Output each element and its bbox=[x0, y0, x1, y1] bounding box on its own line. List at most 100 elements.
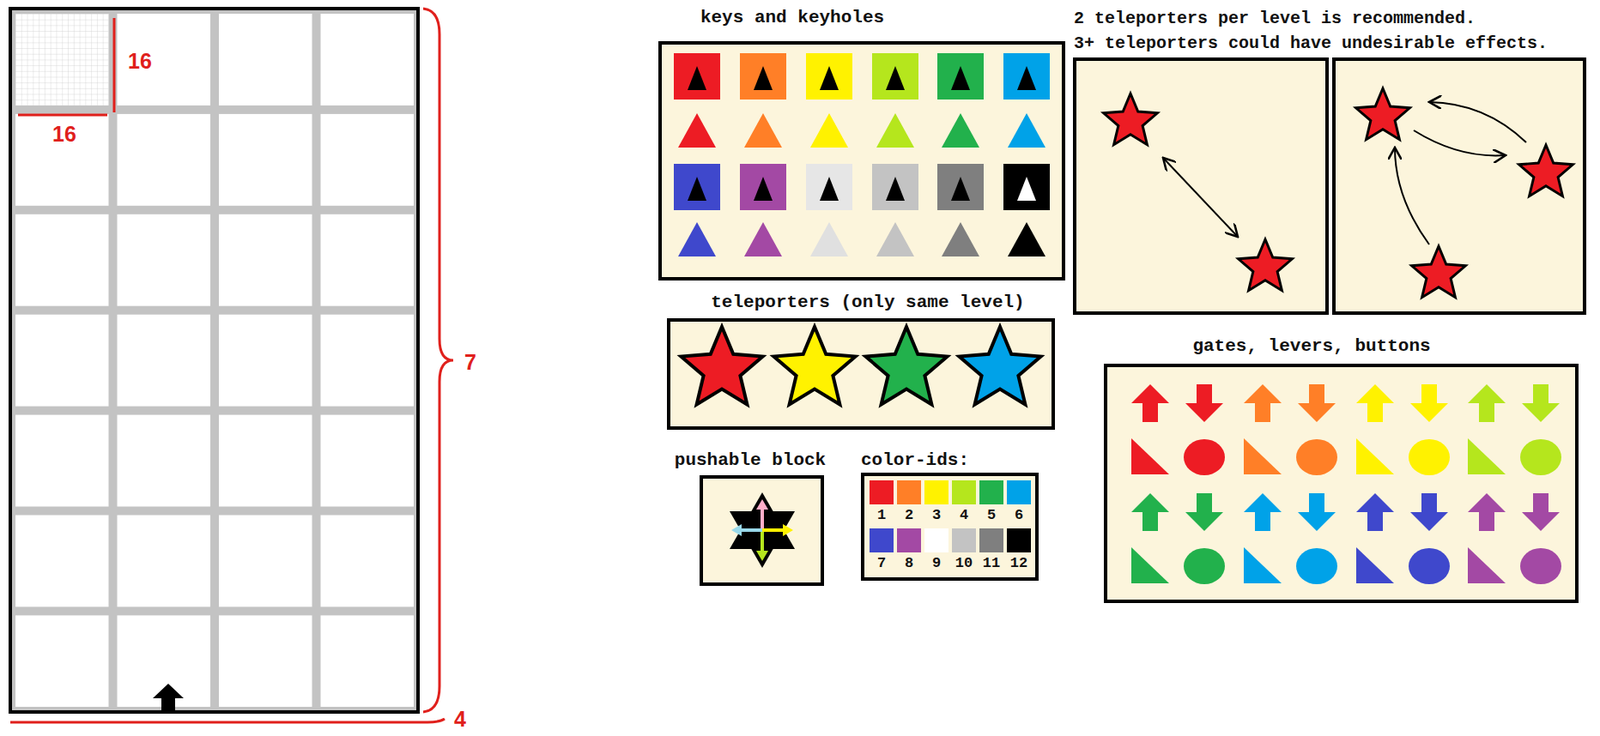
lever bbox=[1131, 438, 1170, 475]
push-arrow-head bbox=[756, 551, 769, 562]
keyhole bbox=[937, 53, 984, 100]
color-swatch bbox=[869, 528, 894, 553]
keyhole bbox=[937, 163, 984, 211]
keyhole bbox=[872, 53, 919, 100]
panel bbox=[668, 320, 1054, 429]
color-swatch bbox=[924, 480, 949, 505]
push-arrow-head bbox=[756, 499, 769, 510]
button bbox=[1183, 439, 1225, 476]
keyhole bbox=[1003, 53, 1050, 100]
link-arrow bbox=[1413, 130, 1506, 156]
push-arrow bbox=[762, 528, 785, 533]
color-id: 3 bbox=[932, 507, 941, 525]
link-arrow bbox=[1394, 147, 1430, 245]
keyhole-mark bbox=[1017, 176, 1037, 201]
keyhole-mark bbox=[753, 66, 773, 91]
button bbox=[1296, 439, 1338, 476]
panel-group: pushable block bbox=[701, 447, 823, 585]
key bbox=[1007, 222, 1046, 257]
keyhole-mark bbox=[1017, 66, 1037, 91]
lever bbox=[1467, 438, 1506, 475]
color-swatch bbox=[951, 528, 976, 553]
color-id: 5 bbox=[987, 507, 996, 525]
keyhole bbox=[739, 53, 787, 100]
button bbox=[1408, 548, 1450, 585]
push-arrow bbox=[760, 530, 764, 553]
color-id: 12 bbox=[1010, 555, 1028, 573]
dimension-line bbox=[113, 18, 116, 113]
panel-group: gates, levers, buttons bbox=[1105, 333, 1577, 602]
entry-arrow bbox=[152, 684, 184, 713]
color-id: 7 bbox=[877, 555, 886, 573]
keyhole bbox=[739, 163, 787, 211]
panel-title: keys and keyholes bbox=[700, 7, 885, 29]
curly-brace bbox=[423, 8, 454, 713]
teleporter-set bbox=[680, 327, 1041, 405]
panel bbox=[1105, 365, 1577, 602]
color-id: 10 bbox=[955, 555, 973, 573]
color-id: 8 bbox=[904, 555, 914, 573]
key bbox=[941, 113, 980, 148]
gate-arrow bbox=[1410, 493, 1449, 532]
dimension-label: 7 bbox=[464, 350, 477, 376]
panel bbox=[660, 42, 1064, 279]
teleporter-star bbox=[773, 327, 855, 405]
teleporter-star bbox=[1238, 239, 1293, 291]
grid-frame bbox=[10, 8, 419, 713]
link-arrow bbox=[1429, 102, 1527, 143]
dimension-marks bbox=[10, 8, 454, 723]
button bbox=[1520, 548, 1562, 585]
gate-arrow bbox=[1356, 493, 1394, 532]
panel-title: color-ids: bbox=[860, 450, 970, 472]
panel-title: teleporters (only same level) bbox=[710, 292, 1025, 314]
gate-arrow bbox=[1467, 384, 1506, 423]
dimension-label: 16 bbox=[127, 48, 152, 74]
link-arrow bbox=[1163, 157, 1238, 237]
gate-arrow bbox=[1356, 384, 1394, 423]
keyhole-mark bbox=[687, 66, 707, 91]
gate-arrow bbox=[1297, 493, 1336, 532]
lever bbox=[1131, 547, 1170, 584]
lever bbox=[1467, 547, 1506, 584]
color-id: 9 bbox=[932, 555, 941, 573]
panels bbox=[660, 42, 1585, 602]
key bbox=[876, 113, 915, 148]
key bbox=[744, 222, 782, 257]
key bbox=[941, 222, 980, 257]
dimension-label: 4 bbox=[454, 707, 467, 733]
keyhole-mark bbox=[687, 176, 707, 201]
key bbox=[810, 113, 849, 148]
gate-arrow bbox=[1243, 493, 1282, 532]
grid-cells bbox=[15, 13, 414, 708]
button bbox=[1520, 439, 1562, 476]
keyhole-mark bbox=[951, 176, 970, 201]
lever bbox=[1243, 438, 1282, 475]
push-arrow bbox=[760, 508, 764, 531]
key bbox=[1007, 113, 1046, 148]
push-arrow-head bbox=[782, 524, 794, 537]
teleporter-star bbox=[958, 327, 1041, 405]
panel-title: gates, levers, buttons bbox=[1192, 336, 1431, 358]
pixel-grid bbox=[15, 13, 110, 106]
keyhole bbox=[673, 53, 721, 100]
teleporter-star bbox=[1412, 246, 1467, 298]
panel-title: pushable block bbox=[674, 450, 826, 472]
gate-arrow bbox=[1185, 493, 1224, 532]
teleporter-examples bbox=[1103, 88, 1574, 298]
keyhole bbox=[673, 163, 721, 211]
panel bbox=[701, 477, 823, 585]
push-arrow-head bbox=[731, 524, 742, 537]
teleporter-star bbox=[865, 327, 947, 405]
color-swatch bbox=[896, 480, 922, 505]
lever bbox=[1356, 547, 1394, 584]
teleporter-star bbox=[1103, 93, 1158, 146]
level-grid bbox=[10, 8, 419, 713]
key bbox=[678, 113, 716, 148]
gates-grid bbox=[1131, 384, 1562, 585]
panel bbox=[1333, 59, 1585, 314]
keyhole-mark bbox=[885, 66, 905, 91]
keyhole-mark bbox=[885, 176, 905, 201]
color-swatch bbox=[896, 528, 922, 553]
